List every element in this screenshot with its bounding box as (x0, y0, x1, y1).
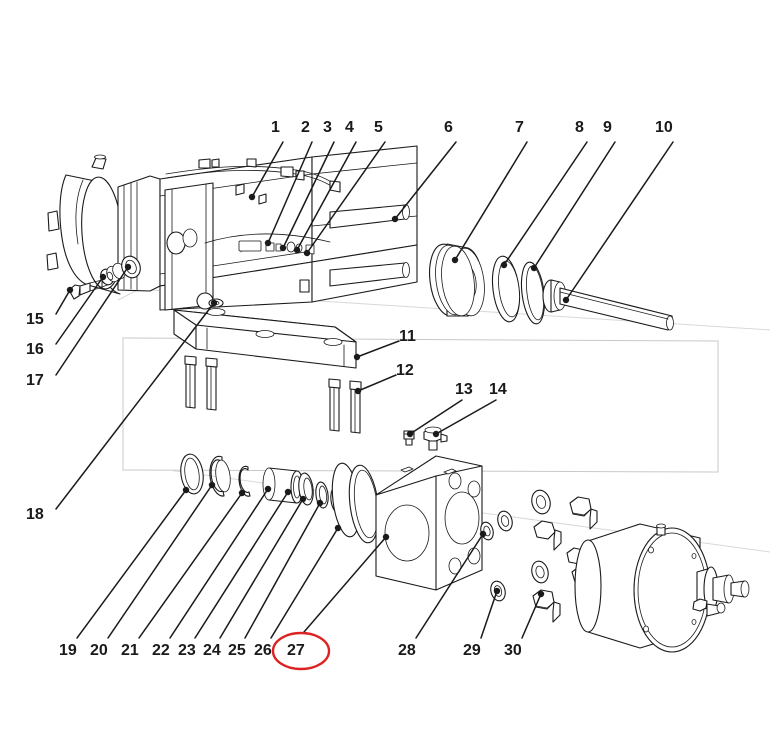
callout-label-6[interactable]: 6 (444, 119, 453, 136)
leader-8 (500, 141, 588, 269)
gland-housing-block (375, 455, 483, 591)
leader-29 (480, 587, 501, 639)
cap-screw (328, 378, 341, 432)
leader-28 (415, 530, 487, 639)
callout-label-14[interactable]: 14 (489, 381, 507, 398)
leader-13 (406, 399, 463, 438)
leader-1 (248, 141, 284, 201)
callout-label-30[interactable]: 30 (504, 642, 522, 659)
small-port-fittings (403, 426, 448, 451)
cap-screw (205, 357, 218, 411)
leader-21 (138, 489, 246, 639)
callout-label-12[interactable]: 12 (396, 362, 414, 379)
leader-16 (55, 273, 107, 345)
gland-seal-stack (180, 453, 483, 591)
washer (497, 510, 513, 532)
callout-label-1[interactable]: 1 (271, 119, 280, 136)
callout-label-16[interactable]: 16 (26, 341, 44, 358)
leader-12 (354, 374, 397, 395)
mounting-plate-and-bolts (173, 308, 362, 434)
main-cylinder-barrel (46, 145, 418, 311)
callout-label-24[interactable]: 24 (203, 642, 221, 659)
leader-3 (279, 141, 335, 252)
callout-label-27[interactable]: 27 (287, 642, 305, 659)
leader-10 (562, 141, 674, 304)
callout-label-3[interactable]: 3 (323, 119, 332, 136)
callout-label-9[interactable]: 9 (603, 119, 612, 136)
leader-25 (244, 499, 324, 639)
callout-label-25[interactable]: 25 (228, 642, 246, 659)
leader-30 (521, 590, 545, 639)
hex-nut (569, 496, 598, 530)
callout-label-26[interactable]: 26 (254, 642, 272, 659)
leader-17 (55, 263, 132, 376)
callout-label-29[interactable]: 29 (463, 642, 481, 659)
washer (531, 560, 549, 584)
leader-23 (194, 488, 292, 639)
leader-4 (293, 141, 357, 254)
leader-15 (55, 286, 74, 315)
leader-14 (432, 399, 497, 438)
motor-hardware (480, 489, 750, 653)
leader-7 (451, 141, 528, 264)
hex-nut (533, 520, 562, 551)
callout-label-17[interactable]: 17 (26, 372, 44, 389)
callout-label-22[interactable]: 22 (152, 642, 170, 659)
callout-label-5[interactable]: 5 (374, 119, 383, 136)
leader-19 (76, 486, 190, 639)
washer (531, 489, 551, 515)
leader-20 (107, 481, 216, 639)
callout-label-7[interactable]: 7 (515, 119, 524, 136)
leader-22 (169, 485, 272, 639)
leader-24 (219, 495, 307, 639)
callout-label-10[interactable]: 10 (655, 119, 673, 136)
callout-label-8[interactable]: 8 (575, 119, 584, 136)
callout-label-20[interactable]: 20 (90, 642, 108, 659)
leader-5 (303, 141, 386, 257)
callout-label-15[interactable]: 15 (26, 311, 44, 328)
leader-6 (391, 141, 457, 223)
leader-11 (353, 340, 400, 361)
callout-label-11[interactable]: 11 (399, 328, 416, 345)
callout-label-2[interactable]: 2 (301, 119, 310, 136)
highlight-ellipse-27 (271, 631, 331, 671)
cap-screw (184, 355, 197, 409)
callout-label-4[interactable]: 4 (345, 119, 354, 136)
reference-frame-parallelogram (122, 337, 719, 473)
callout-label-13[interactable]: 13 (455, 381, 473, 398)
leader-9 (530, 141, 616, 272)
callout-label-28[interactable]: 28 (398, 642, 416, 659)
leader-18 (55, 299, 218, 510)
callout-label-19[interactable]: 19 (59, 642, 77, 659)
hex-nut (532, 589, 561, 623)
leader-26 (270, 524, 342, 639)
callout-label-18[interactable]: 18 (26, 506, 44, 523)
callout-label-21[interactable]: 21 (121, 642, 139, 659)
leader-2 (264, 141, 313, 247)
leader-27 (303, 533, 390, 633)
piston-seal-stack (429, 243, 674, 331)
leader-lines (55, 141, 674, 639)
callout-label-23[interactable]: 23 (178, 642, 196, 659)
